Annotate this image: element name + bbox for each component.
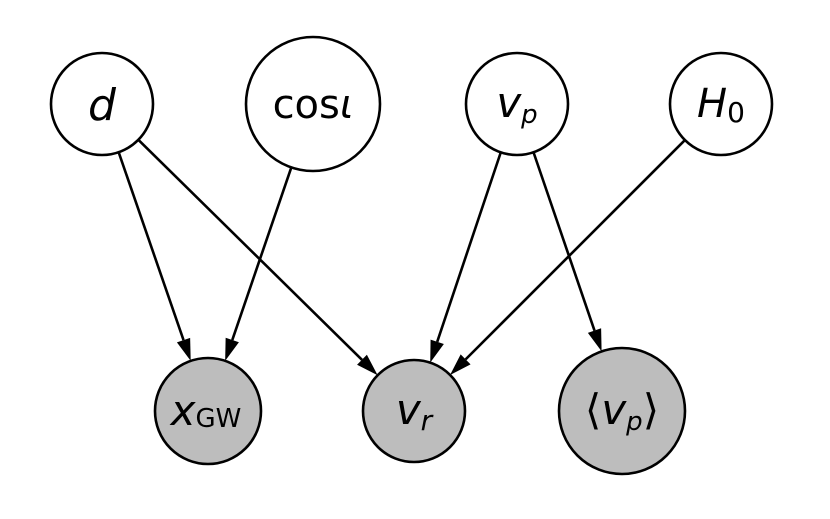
svg-text:cosι: cosι: [273, 82, 354, 128]
node-v-p: vp: [464, 51, 570, 157]
edge-d-to-v-r: [137, 138, 378, 376]
node-h-0-circle: [668, 51, 774, 157]
arrowhead-icon: [430, 339, 444, 363]
node-v-p-mean-circle: [557, 346, 687, 476]
arrowhead-icon: [450, 354, 471, 375]
node-h-0-label: H: [697, 81, 727, 127]
edge-line: [231, 166, 293, 341]
svg-text:xGW: xGW: [169, 386, 242, 435]
node-v-r-subscript: r: [421, 404, 434, 437]
node-cos-iota-symbol: ι: [340, 82, 354, 128]
node-h-0: H0: [668, 51, 774, 157]
node-v-p-subscript: p: [520, 100, 538, 130]
arrowhead-icon: [357, 354, 378, 376]
edge-line: [117, 151, 185, 341]
nodes-layer: d cosι vp H0 xGW: [49, 35, 774, 476]
node-v-r: vr: [361, 358, 467, 464]
node-v-p-circle: [464, 51, 570, 157]
node-d-circle: [49, 51, 155, 157]
node-x-gw-circle: [153, 356, 263, 466]
node-x-gw-subscript: GW: [196, 404, 242, 434]
edge-h-0-to-v-r: [450, 139, 686, 375]
node-cos-iota-label: cos: [273, 82, 340, 128]
arrowhead-icon: [225, 337, 239, 361]
node-v-r-circle: [361, 358, 467, 464]
edge-line: [464, 139, 686, 361]
arrowhead-icon: [587, 328, 602, 352]
node-v-p-mean-subscript: p: [625, 407, 643, 437]
arrowhead-icon: [176, 337, 191, 361]
node-d: d: [49, 51, 155, 157]
node-v-p-mean-label: v: [601, 385, 627, 434]
node-v-r-label: v: [396, 385, 422, 434]
node-cos-iota: cosι: [244, 35, 382, 173]
svg-text:H0: H0: [697, 81, 745, 129]
node-d-label: d: [88, 80, 117, 131]
node-x-gw-label: x: [169, 386, 197, 435]
node-v-p-label: v: [496, 78, 522, 127]
node-v-p-mean-close-bracket: ⟩: [643, 385, 659, 434]
svg-text:⟨vp⟩: ⟨vp⟩: [585, 385, 659, 437]
node-x-gw: xGW: [153, 356, 263, 466]
node-cos-iota-circle: [244, 35, 382, 173]
svg-text:vr: vr: [396, 385, 434, 437]
edge-v-p-to-v-r: [430, 151, 503, 363]
node-h-0-subscript: 0: [727, 96, 745, 129]
edge-v-p-to-v-p-mean: [532, 151, 602, 352]
node-v-p-mean: ⟨vp⟩: [557, 346, 687, 476]
edge-line: [532, 151, 596, 331]
edge-line: [435, 151, 503, 343]
node-v-p-mean-open-bracket: ⟨: [585, 385, 601, 434]
edge-line: [137, 138, 363, 361]
edge-d-to-x-gw: [117, 151, 191, 361]
edges-layer: [117, 138, 686, 376]
edge-cos-iota-to-x-gw: [225, 166, 293, 361]
svg-text:d: d: [88, 80, 117, 131]
svg-text:vp: vp: [496, 78, 537, 130]
